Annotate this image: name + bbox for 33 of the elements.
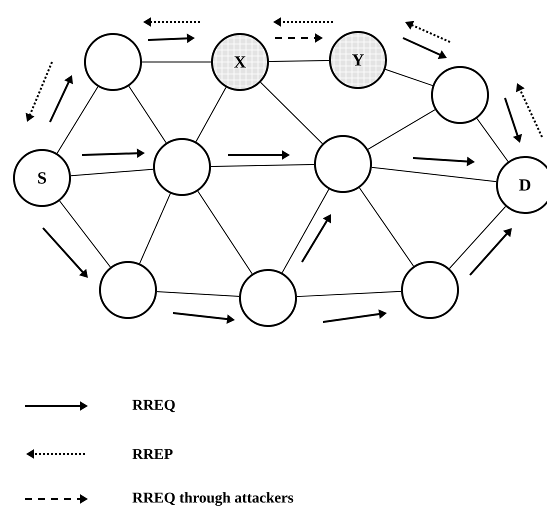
link-line xyxy=(367,109,436,150)
legend-label: RREP xyxy=(132,449,173,459)
link-line xyxy=(197,190,253,274)
network-node: D xyxy=(496,156,547,214)
link-line xyxy=(296,290,402,298)
link-line xyxy=(139,193,171,264)
link-line xyxy=(128,86,167,144)
link-line xyxy=(476,118,509,162)
legend-label: RREQ xyxy=(132,400,175,412)
link-line xyxy=(210,164,314,167)
network-node xyxy=(314,135,372,193)
link-line xyxy=(384,68,434,86)
link-line xyxy=(56,86,98,154)
legend-label: RREQ through attackers xyxy=(132,492,294,506)
network-node: S xyxy=(13,149,71,207)
network-node xyxy=(401,261,459,319)
network-node xyxy=(84,33,142,91)
link-line xyxy=(448,206,506,269)
link-line xyxy=(59,200,111,268)
attacker-node: X xyxy=(211,33,269,91)
link-line xyxy=(156,291,240,297)
link-line xyxy=(371,166,497,182)
link-line xyxy=(282,188,330,274)
link-line xyxy=(70,168,154,176)
link-line xyxy=(260,82,323,144)
link-line xyxy=(268,60,330,62)
attacker-node: Y xyxy=(329,31,387,89)
link-line xyxy=(196,86,226,142)
link-line xyxy=(358,187,414,267)
network-node xyxy=(239,269,297,327)
network-node xyxy=(153,138,211,196)
network-node xyxy=(99,261,157,319)
network-node xyxy=(431,66,489,124)
